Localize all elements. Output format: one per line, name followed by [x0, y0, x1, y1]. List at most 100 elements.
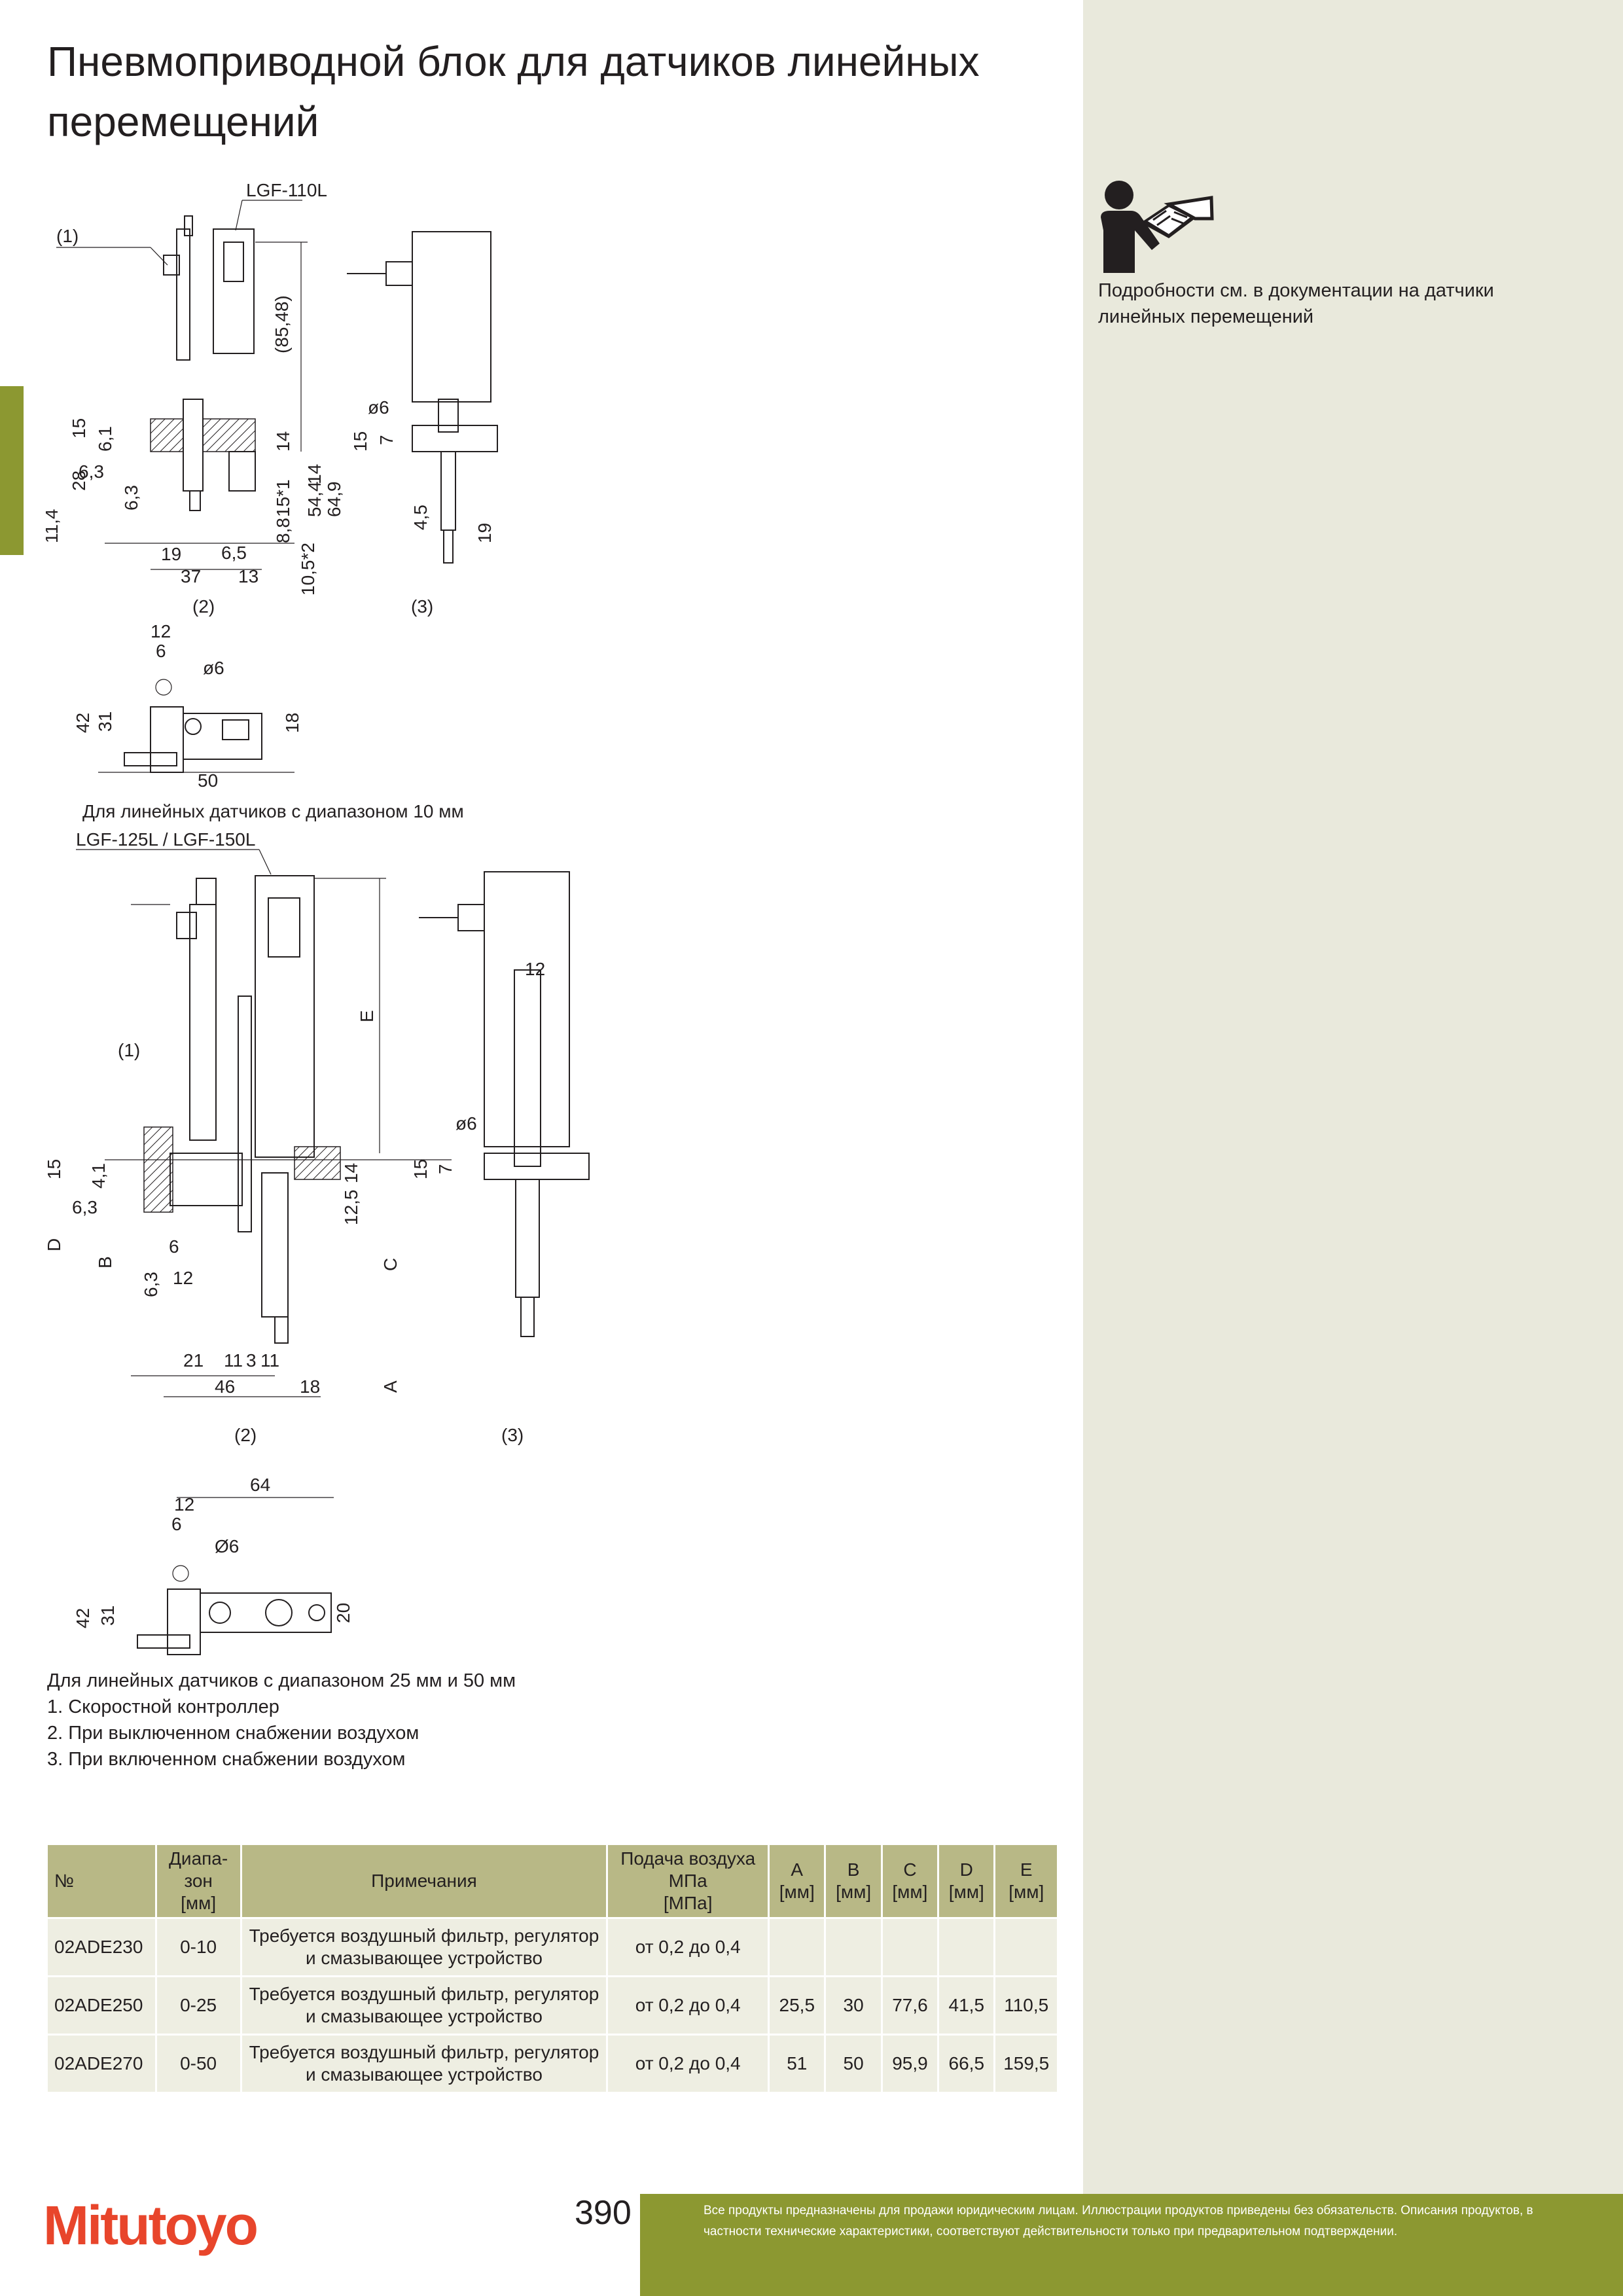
- model-label: LGF-110L: [246, 180, 327, 200]
- svg-text:46: 46: [215, 1376, 235, 1397]
- table-header-row: № Диапа- зон [мм] Примечания Подача возд…: [48, 1845, 1057, 1917]
- cell-notes: Требуется воздушный фильтр, регулятор и …: [241, 1977, 607, 2034]
- cell-a: 51: [770, 2036, 825, 2092]
- callout-1: (1): [56, 226, 79, 246]
- model-label-2: LGF-125L / LGF-150L: [76, 829, 255, 850]
- drawing1-caption: Для линейных датчиков с диапазоном 10 мм: [82, 801, 464, 821]
- svg-text:(2): (2): [192, 596, 215, 617]
- col-header-e: E [мм]: [995, 1845, 1057, 1917]
- svg-text:6: 6: [169, 1236, 179, 1257]
- technical-drawing-lgf125l-150l: LGF-125L / LGF-150L (1) E 15 4,1 6,3 D B…: [46, 826, 609, 1454]
- svg-text:10,5*2: 10,5*2: [298, 543, 318, 596]
- svg-text:6,3: 6,3: [79, 461, 104, 482]
- svg-text:11: 11: [224, 1350, 243, 1371]
- svg-text:15: 15: [410, 1159, 431, 1179]
- svg-text:Ø6: Ø6: [215, 1536, 239, 1556]
- svg-text:18: 18: [282, 713, 302, 733]
- cell-range: 0-10: [156, 1919, 240, 1975]
- svg-text:18: 18: [300, 1376, 320, 1397]
- col-header-number: №: [48, 1845, 155, 1917]
- svg-text:15*1: 15*1: [273, 479, 293, 517]
- svg-text:3: 3: [246, 1350, 257, 1371]
- cell-notes: Требуется воздушный фильтр, регулятор и …: [241, 2036, 607, 2092]
- svg-text:6,5: 6,5: [221, 543, 247, 563]
- svg-text:ø6: ø6: [455, 1113, 477, 1134]
- technical-drawing-top-view-2: 64 12 6 Ø6 42 31 20: [46, 1471, 373, 1668]
- cell-a: [770, 1919, 825, 1975]
- col-header-c: C [мм]: [882, 1845, 938, 1917]
- cell-notes: Требуется воздушный фильтр, регулятор и …: [241, 1919, 607, 1975]
- col-header-range: Диапа- зон [мм]: [156, 1845, 240, 1917]
- svg-text:31: 31: [98, 1605, 118, 1626]
- svg-text:12: 12: [525, 959, 545, 979]
- svg-text:(3): (3): [411, 596, 433, 617]
- cell-range: 0-25: [156, 1977, 240, 2034]
- cell-air: от 0,2 до 0,4: [608, 1977, 768, 2034]
- cell-code: 02ADE250: [48, 1977, 155, 2034]
- svg-text:42: 42: [73, 713, 93, 733]
- cell-range: 0-50: [156, 2036, 240, 2092]
- svg-text:15: 15: [46, 1159, 64, 1179]
- svg-text:8,8: 8,8: [273, 518, 293, 543]
- table-row: 02ADE230 0-10 Требуется воздушный фильтр…: [48, 1919, 1057, 1975]
- note-item: 1. Скоростной контроллер: [47, 1696, 279, 1717]
- cell-b: [826, 1919, 881, 1975]
- table-row: 02ADE250 0-25 Требуется воздушный фильтр…: [48, 1977, 1057, 2034]
- side-note: Подробности см. в документации на датчик…: [1098, 280, 1494, 327]
- svg-text:19: 19: [474, 523, 495, 543]
- cell-c: [882, 1919, 938, 1975]
- svg-text:15: 15: [69, 418, 89, 439]
- svg-text:12,5: 12,5: [341, 1190, 361, 1226]
- svg-text:14: 14: [273, 431, 293, 452]
- technical-drawing-top-view-1: 12 6 ø6 42 31 18 50: [46, 615, 373, 792]
- cell-a: 25,5: [770, 1977, 825, 2034]
- cell-e: 159,5: [995, 2036, 1057, 2092]
- svg-text:6,1: 6,1: [95, 426, 115, 452]
- col-header-air-supply: Подача воздуха МПа [МПа]: [608, 1845, 768, 1917]
- svg-text:64,9: 64,9: [324, 482, 344, 518]
- svg-text:14: 14: [304, 464, 325, 484]
- chapter-tab: [0, 386, 24, 555]
- svg-text:37: 37: [181, 566, 201, 586]
- svg-text:11: 11: [260, 1350, 279, 1371]
- cell-c: 77,6: [882, 1977, 938, 2034]
- svg-text:4,5: 4,5: [410, 505, 431, 530]
- col-header-d: D [мм]: [939, 1845, 994, 1917]
- svg-text:20: 20: [333, 1603, 353, 1623]
- cell-d: [939, 1919, 994, 1975]
- cell-air: от 0,2 до 0,4: [608, 1919, 768, 1975]
- svg-text:13: 13: [238, 566, 259, 586]
- svg-text:12: 12: [174, 1494, 194, 1515]
- svg-text:(85,48): (85,48): [272, 295, 292, 353]
- col-header-a: A [мм]: [770, 1845, 825, 1917]
- notes-list: Для линейных датчиков с диапазоном 25 мм…: [47, 1668, 516, 1772]
- svg-text:B: B: [95, 1256, 115, 1268]
- svg-text:31: 31: [95, 711, 115, 732]
- svg-text:4,1: 4,1: [88, 1163, 109, 1189]
- svg-text:D: D: [46, 1238, 64, 1251]
- svg-text:(1): (1): [118, 1040, 140, 1060]
- note-item: 3. При включенном снабжении воздухом: [47, 1749, 406, 1770]
- cell-d: 41,5: [939, 1977, 994, 2034]
- svg-text:6: 6: [156, 641, 166, 661]
- cell-c: 95,9: [882, 2036, 938, 2092]
- cell-b: 50: [826, 2036, 881, 2092]
- svg-text:15: 15: [350, 431, 370, 452]
- svg-text:(2): (2): [234, 1425, 257, 1445]
- svg-text:64: 64: [250, 1475, 270, 1495]
- svg-text:19: 19: [161, 544, 181, 564]
- svg-text:6,3: 6,3: [141, 1272, 161, 1297]
- svg-text:A: A: [380, 1380, 401, 1393]
- notes-title: Для линейных датчиков с диапазоном 25 мм…: [47, 1670, 516, 1691]
- cell-e: 110,5: [995, 1977, 1057, 2034]
- cell-b: 30: [826, 1977, 881, 2034]
- note-item: 2. При выключенном снабжении воздухом: [47, 1723, 419, 1744]
- svg-text:7: 7: [376, 435, 397, 445]
- cell-code: 02ADE270: [48, 2036, 155, 2092]
- svg-text:C: C: [380, 1258, 401, 1271]
- svg-text:12: 12: [151, 621, 171, 641]
- svg-text:42: 42: [73, 1608, 93, 1628]
- col-header-b: B [мм]: [826, 1845, 881, 1917]
- side-panel: [1083, 0, 1623, 2296]
- cell-d: 66,5: [939, 2036, 994, 2092]
